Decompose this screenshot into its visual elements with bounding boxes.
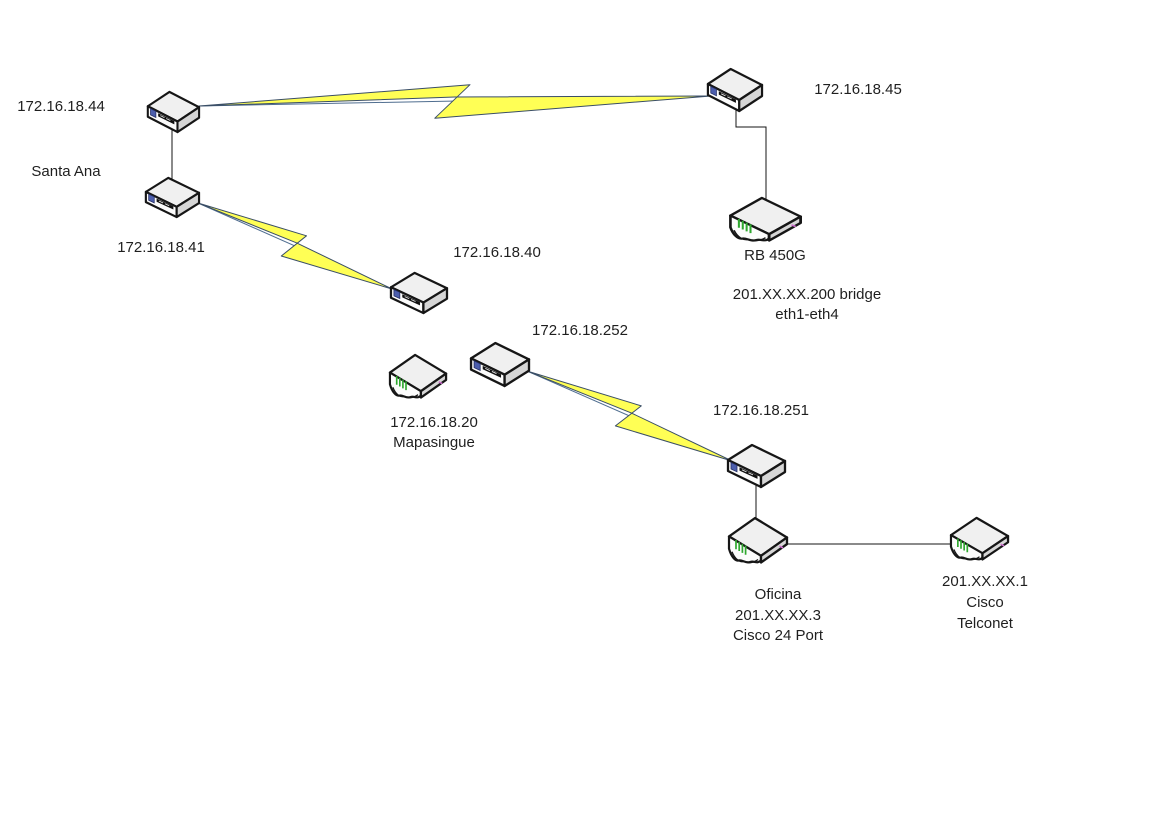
label-router-rb450g-8: eth1-eth4 — [775, 306, 839, 323]
label-router-rb450g-7: 201.XX.XX.200 bridge — [732, 286, 882, 303]
front-ripple-line — [731, 551, 759, 564]
label-bridge-44-0: 172.16.18.44 — [17, 98, 105, 115]
label-bridge-40-3: 172.16.18.40 — [453, 244, 541, 261]
device-side-face — [176, 106, 201, 134]
led-stripes-icon — [737, 218, 752, 234]
label-bridge-252-4: 172.16.18.252 — [532, 322, 628, 339]
vent-slot-marks — [721, 93, 732, 100]
label-bridge-44-1: Santa Ana — [31, 163, 101, 180]
device-side-face — [419, 372, 448, 399]
device-side-face — [175, 191, 201, 219]
device-side-face — [422, 287, 449, 315]
label-router-telconet-17: Telconet — [957, 615, 1013, 632]
label-bridge-45-5: 172.16.18.45 — [814, 81, 902, 98]
vent-slot-marks — [158, 200, 170, 207]
port-led-icon — [1000, 543, 1005, 547]
wire-45-to-rb450g — [735, 109, 767, 214]
router-telconet-device — [949, 516, 1010, 561]
port-led-icon — [791, 224, 797, 228]
bolt-252-to-251 — [526, 370, 733, 462]
led-stripes-icon — [735, 540, 747, 555]
device-side-face — [759, 536, 789, 564]
label-bridge-41-2: 172.16.18.41 — [117, 239, 205, 256]
label-router-mapasingue-9: 172.16.18.20 — [390, 414, 478, 431]
label-router-rb450g-6: RB 450G — [744, 247, 806, 264]
label-router-oficina-14: Cisco 24 Port — [732, 627, 824, 644]
label-router-mapasingue-10: Mapasingue — [393, 434, 475, 451]
front-ripple-line — [392, 386, 419, 399]
led-stripes-icon — [395, 375, 407, 391]
bridge-41-device — [144, 176, 201, 219]
port-led-icon — [438, 381, 443, 385]
label-router-telconet-16: Cisco — [966, 594, 1004, 611]
label-router-telconet-15: 201.XX.XX.1 — [942, 573, 1028, 590]
bolt-44-to-45 — [198, 84, 712, 119]
router-rb450g-device — [729, 196, 802, 242]
label-router-oficina-12: Oficina — [754, 586, 802, 603]
front-ripple-line — [733, 229, 766, 242]
vent-slot-marks — [485, 367, 497, 375]
bridge-45-device — [706, 67, 764, 113]
port-square-icon — [710, 85, 717, 97]
label-router-oficina-13: 201.XX.XX.3 — [735, 607, 821, 624]
device-side-face — [738, 83, 764, 113]
device-side-face — [503, 358, 531, 388]
led-stripes-icon — [957, 538, 969, 553]
vent-slot-marks — [404, 296, 416, 302]
bolt-41-to-40 — [197, 202, 393, 290]
device-side-face — [767, 215, 802, 242]
bridge-251-device — [726, 443, 787, 489]
device-side-face — [759, 459, 787, 489]
bridge-44-device — [146, 90, 201, 134]
front-ripple-line — [953, 549, 980, 561]
bridge-252-device — [469, 341, 531, 388]
vent-slot-marks — [160, 115, 171, 121]
router-mapasingue-device — [388, 353, 448, 399]
port-square-icon — [150, 108, 157, 119]
label-bridge-251-11: 172.16.18.251 — [713, 402, 809, 419]
port-square-icon — [730, 461, 738, 473]
port-square-icon — [148, 193, 155, 204]
bridge-40-device — [389, 271, 449, 315]
port-square-icon — [473, 360, 481, 372]
port-led-icon — [779, 545, 784, 549]
router-oficina-device — [727, 516, 789, 564]
device-side-face — [981, 534, 1010, 561]
port-square-icon — [393, 289, 401, 300]
vent-slot-marks — [741, 469, 754, 476]
